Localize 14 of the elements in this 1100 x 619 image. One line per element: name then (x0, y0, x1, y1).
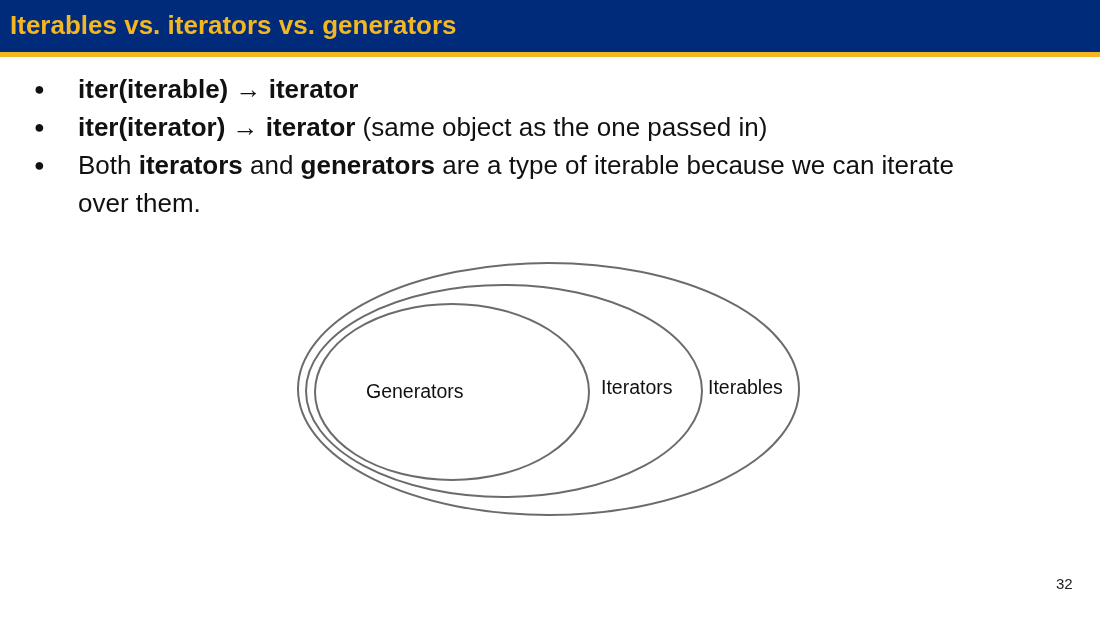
set-label: Generators (366, 380, 464, 403)
set-label: Iterators (601, 376, 673, 399)
set-ellipse (305, 284, 703, 498)
set-label: Iterables (708, 376, 783, 399)
bullet-marker: ● (34, 154, 45, 177)
page-number: 32 (1056, 575, 1073, 592)
bullet-text: iter(iterator) → iterator (same object as the one passed in) (78, 112, 768, 142)
bullet-text: Both iterators and generators are a type of iterable because we can iterate over them. (78, 150, 954, 218)
set-ellipse (314, 303, 590, 481)
bullet-marker: ● (34, 116, 45, 139)
bullet-text: iter(iterable) → iterator (78, 74, 359, 104)
set-ellipse (297, 262, 800, 516)
bullet-marker: ● (34, 78, 45, 101)
slide-title: Iterables vs. iterators vs. generators (10, 10, 457, 41)
